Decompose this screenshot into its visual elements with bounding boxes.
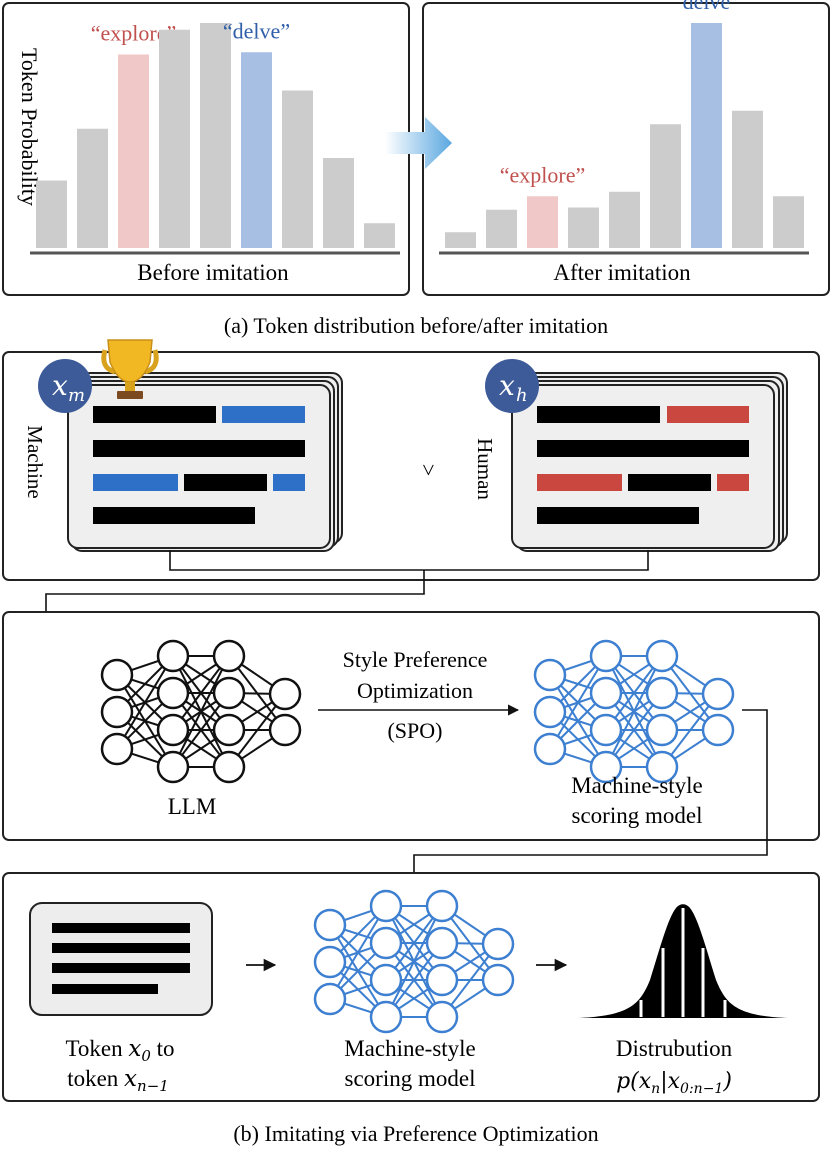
scoring-to-inference-arrow bbox=[408, 709, 768, 889]
comparison-symbol: > bbox=[416, 464, 441, 476]
llm-label: LLM bbox=[168, 794, 217, 819]
inference-scoring-network-icon bbox=[313, 889, 515, 1034]
machine-label: Machine bbox=[23, 425, 47, 498]
scoring-model-network-icon bbox=[533, 639, 735, 784]
before-bar-label-5: “delve” bbox=[223, 18, 290, 43]
before-bar-5 bbox=[241, 52, 272, 248]
spo-line2: Optimization bbox=[357, 678, 473, 703]
caption-a: (a) Token distribution before/after imit… bbox=[224, 313, 608, 338]
inference-model-label-line1: Machine-style bbox=[344, 1036, 476, 1061]
spo-line1: Style Preference bbox=[343, 647, 488, 672]
inference-model-label-line2: scoring model bbox=[345, 1066, 476, 1091]
before-bars: “explore”“delve” bbox=[36, 18, 395, 248]
after-bar-5 bbox=[650, 124, 681, 248]
before-bar-6 bbox=[282, 90, 313, 248]
before-bar-1 bbox=[77, 128, 108, 248]
caption-b: (b) Imitating via Preference Optimizatio… bbox=[233, 1121, 598, 1146]
after-bar-1 bbox=[486, 209, 517, 248]
spo-line3: (SPO) bbox=[387, 718, 442, 743]
after-bar-4 bbox=[609, 191, 640, 248]
after-bar-label-2: “explore” bbox=[500, 162, 586, 187]
transition-arrow bbox=[385, 117, 452, 169]
after-bar-label-6: “delve” bbox=[673, 0, 740, 14]
token-range-line1: Token x0 to bbox=[65, 1036, 174, 1065]
machine-var: x bbox=[52, 369, 68, 402]
docs-merge-connector bbox=[169, 550, 649, 571]
before-bar-0 bbox=[36, 180, 67, 248]
human-document-stack bbox=[511, 372, 788, 552]
before-bar-4 bbox=[200, 23, 231, 248]
after-bars: “explore” “delve” bbox=[445, 0, 804, 248]
distribution-bell-icon bbox=[578, 904, 788, 1018]
before-label: Before imitation bbox=[137, 260, 289, 285]
after-bar-0 bbox=[445, 232, 476, 248]
machine-document-stack bbox=[67, 372, 343, 552]
trophy-icon bbox=[101, 339, 159, 399]
before-bar-2 bbox=[118, 54, 149, 248]
after-bar-3 bbox=[568, 207, 599, 248]
token-document-icon bbox=[29, 902, 213, 1016]
machine-sub: m bbox=[68, 385, 85, 406]
before-bar-3 bbox=[159, 29, 190, 248]
after-bar-6 bbox=[691, 23, 722, 248]
human-var: x bbox=[499, 369, 515, 402]
after-label: After imitation bbox=[553, 260, 691, 285]
after-bar-7 bbox=[732, 110, 763, 248]
before-bar-8 bbox=[364, 223, 395, 248]
human-badge bbox=[485, 359, 539, 413]
scoring-model-label-line2: scoring model bbox=[572, 803, 703, 828]
after-bar-8 bbox=[773, 196, 804, 248]
before-bar-7 bbox=[323, 158, 354, 248]
human-label: Human bbox=[473, 438, 497, 500]
llm-network-icon bbox=[100, 639, 302, 784]
y-axis-label: Token Probability bbox=[17, 48, 42, 206]
token-range-line2: token xn−1 bbox=[67, 1066, 169, 1095]
distribution-label: Distrubution bbox=[616, 1036, 733, 1061]
machine-badge bbox=[38, 359, 92, 413]
human-sub: h bbox=[516, 385, 528, 406]
scoring-model-label-line1: Machine-style bbox=[571, 773, 703, 798]
after-panel bbox=[422, 2, 830, 296]
after-bar-2 bbox=[527, 196, 558, 248]
distribution-formula: p(xn|x0:n−1) bbox=[616, 1069, 732, 1097]
